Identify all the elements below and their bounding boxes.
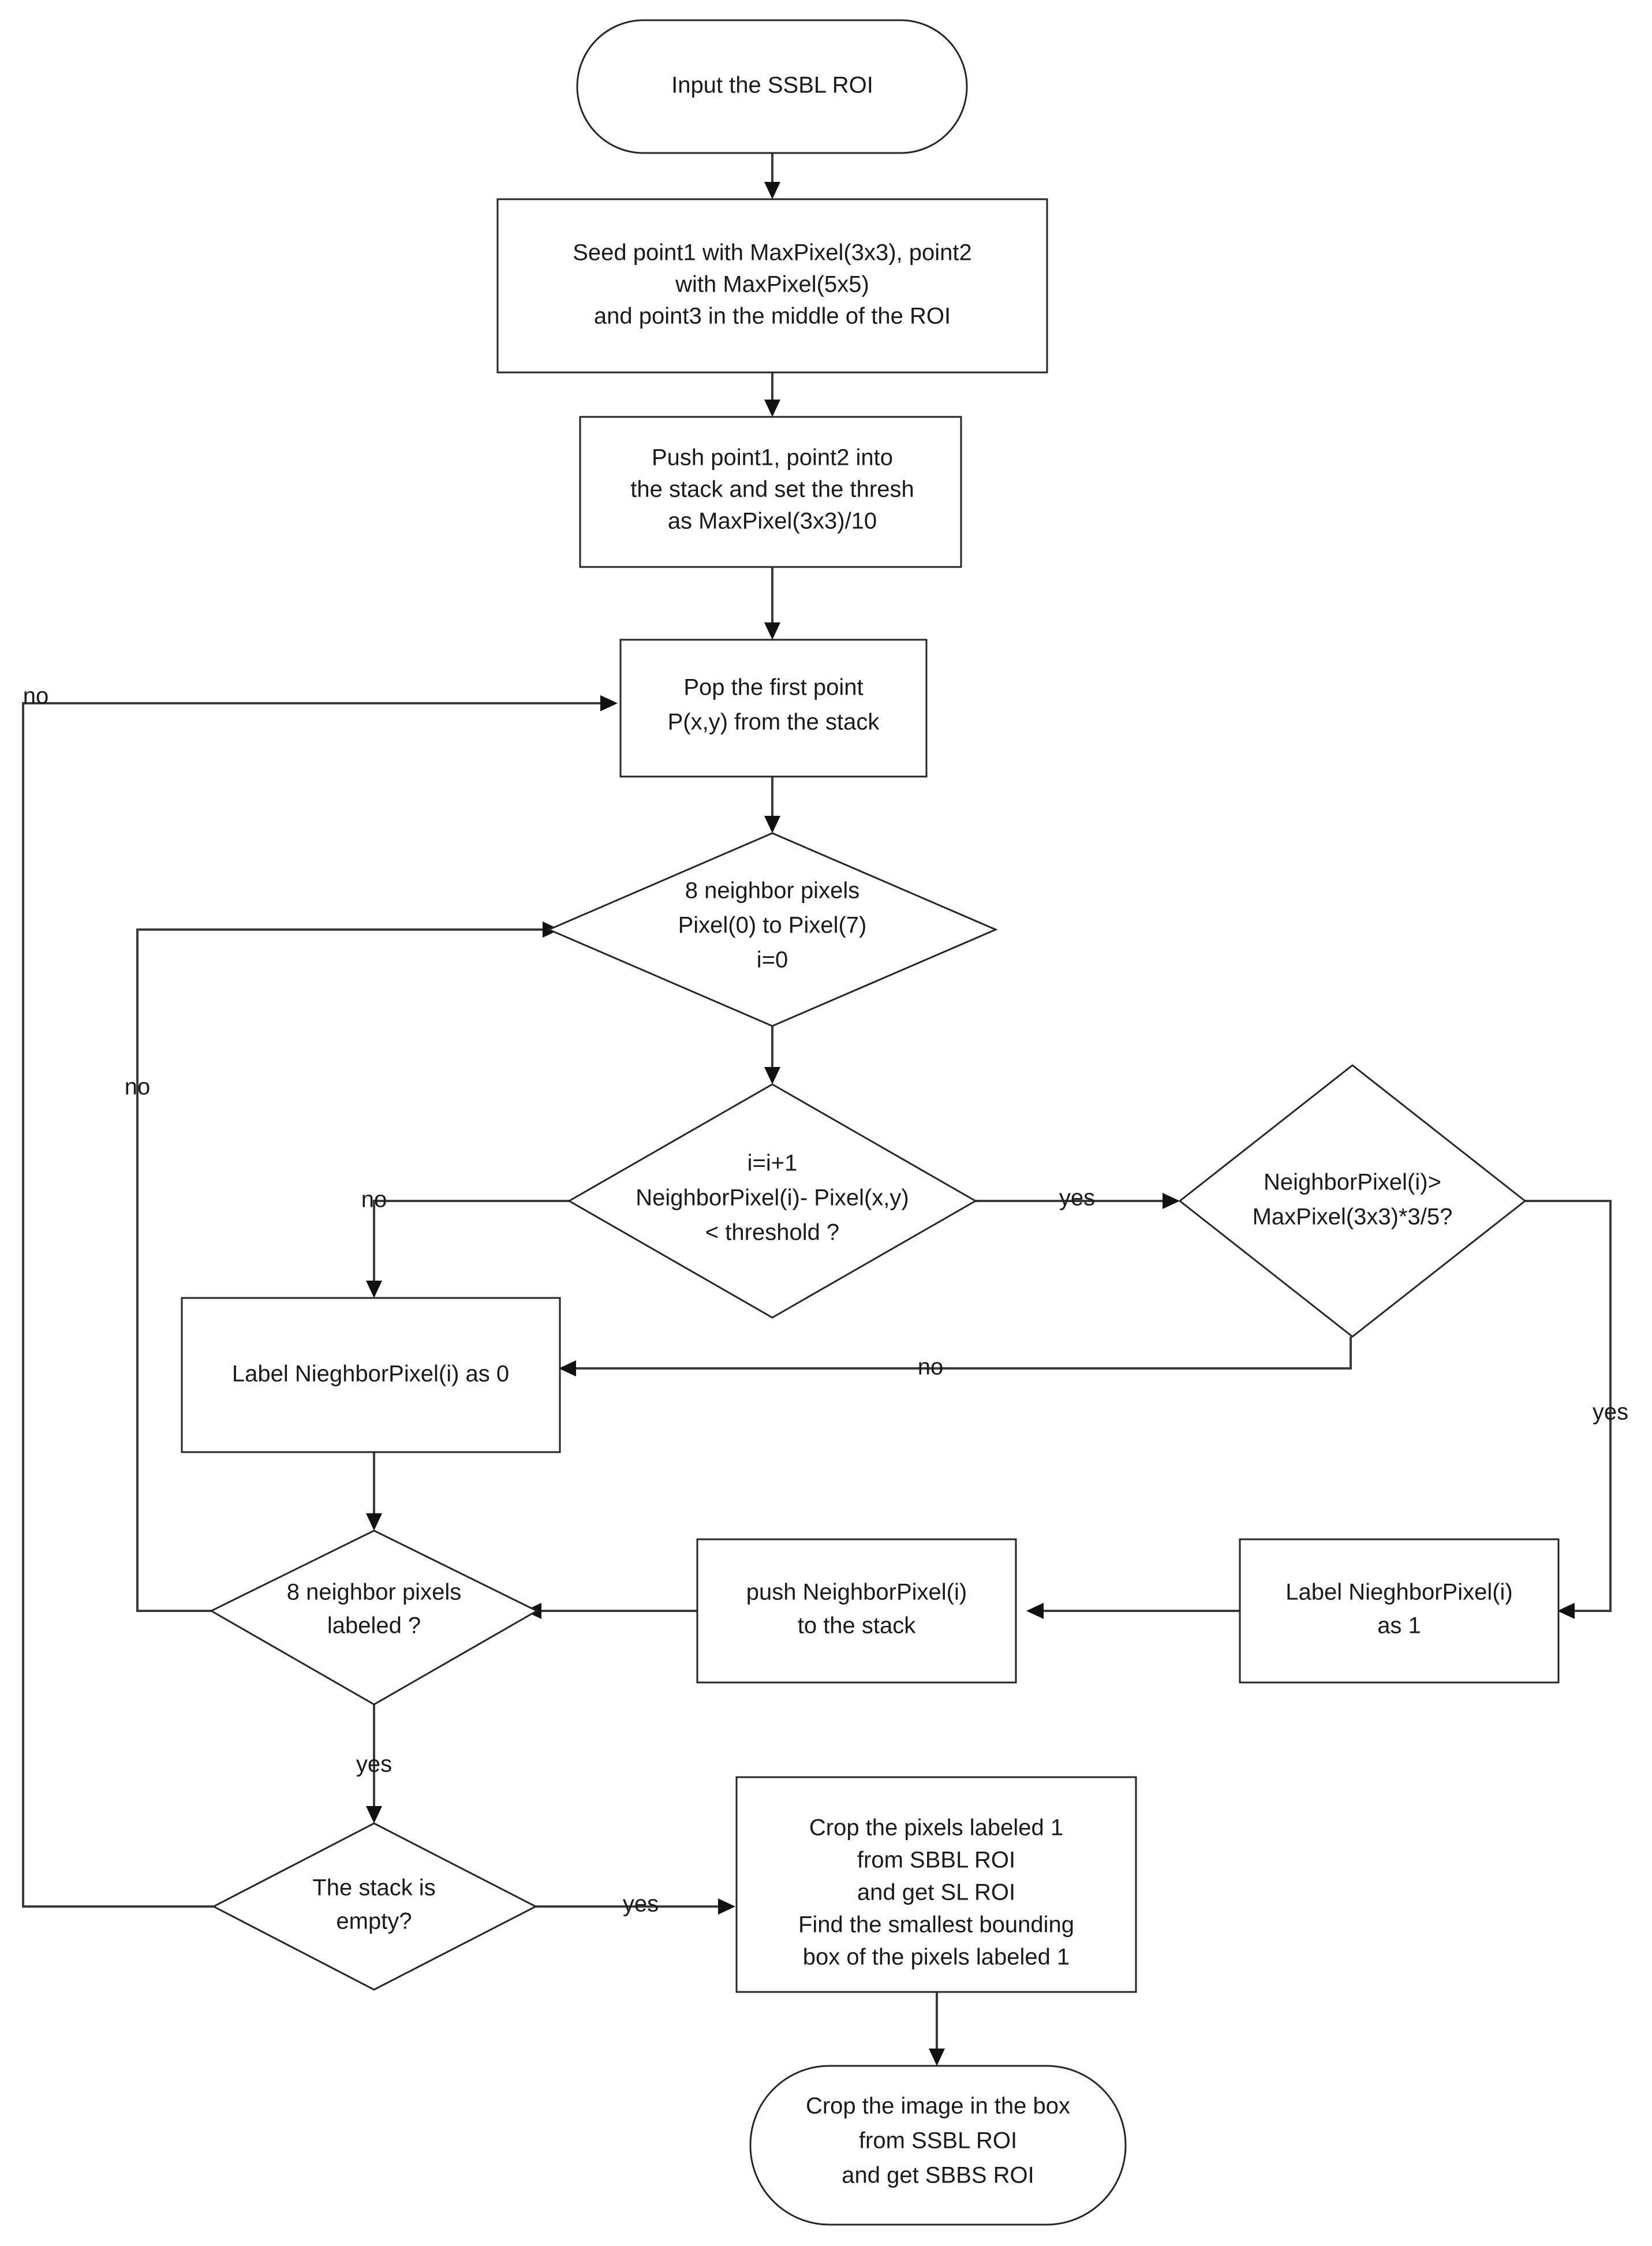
node-all-labeled[interactable]: 8 neighbor pixels labeled ?	[209, 1529, 539, 1706]
arrowhead-maxpixel-no	[559, 1360, 576, 1376]
node-eight-neighbors[interactable]: 8 neighbor pixels Pixel(0) to Pixel(7) i…	[547, 832, 998, 1027]
push-seeds-line-0: Push point1, point2 into	[652, 445, 893, 471]
node-seed-points[interactable]: Seed point1 with MaxPixel(3x3), point2 w…	[496, 198, 1048, 374]
arrowhead-croppixels-to-cropimage	[929, 2049, 945, 2066]
node-maxpixel-check[interactable]: NeighborPixel(i)> MaxPixel(3x3)*3/5?	[1178, 1064, 1527, 1338]
edge-label-maxpixel-no: no	[918, 1355, 944, 1380]
push-seeds-line-2: as MaxPixel(3x3)/10	[668, 509, 877, 534]
threshold-check-line-1: NeighborPixel(i)- Pixel(x,y)	[636, 1185, 909, 1211]
seed-points-line-0: Seed point1 with MaxPixel(3x3), point2	[573, 240, 971, 266]
node-stack-empty[interactable]: The stack is empty?	[211, 1822, 538, 1991]
arrowhead-pop-to-neighbors	[764, 816, 780, 833]
crop-pixels-shape	[735, 1776, 1137, 1993]
push-neighbor-shape	[696, 1538, 1017, 1684]
seed-points-shape	[496, 198, 1048, 374]
edge-label-threshold-yes: yes	[1059, 1185, 1095, 1211]
pop-point-shape	[619, 639, 928, 778]
node-crop-pixels[interactable]: Crop the pixels labeled 1 from SBBL ROI …	[735, 1776, 1137, 1993]
node-crop-image[interactable]: Crop the image in the box from SSBL ROI …	[749, 2065, 1127, 2226]
pop-point-line-1: P(x,y) from the stack	[668, 710, 880, 735]
edge-maxpixel-no-to-labelzero	[571, 1337, 1352, 1370]
label-one-line-0: Label NieghborPixel(i)	[1285, 1580, 1513, 1605]
edge-label-all-labeled-no: no	[125, 1075, 151, 1100]
crop-image-line-0: Crop the image in the box	[806, 2094, 1070, 2119]
arrowhead-stackempty-yes	[718, 1898, 735, 1915]
maxpixel-check-shape	[1178, 1064, 1527, 1338]
edge-label-stack-empty-no: no	[23, 684, 49, 709]
edge-label-maxpixel-yes: yes	[1593, 1400, 1628, 1425]
arrowhead-alllabeled-yes	[366, 1806, 382, 1823]
edge-label-threshold-no: no	[361, 1187, 387, 1212]
arrowhead-labelzero-to-alllabeled	[366, 1513, 382, 1531]
push-seeds-shape	[579, 416, 962, 568]
maxpixel-check-line-1: MaxPixel(3x3)*3/5?	[1253, 1204, 1453, 1230]
eight-neighbors-line-2: i=0	[757, 947, 788, 973]
crop-image-shape	[749, 2065, 1127, 2226]
all-labeled-shape	[209, 1529, 539, 1706]
crop-pixels-line-1: from SBBL ROI	[857, 1848, 1015, 1873]
arrowhead-threshold-yes	[1163, 1193, 1180, 1209]
arrowhead-stackempty-no	[600, 695, 618, 711]
edge-threshold-no-to-labelzero	[373, 1200, 569, 1285]
stack-empty-line-1: empty?	[336, 1909, 412, 1934]
edge-stackempty-no-to-pop	[22, 702, 605, 1908]
node-label-zero[interactable]: Label NieghborPixel(i) as 0	[181, 1297, 561, 1453]
edge-alllabeled-no-to-neighbors	[136, 928, 547, 1612]
eight-neighbors-shape	[547, 832, 998, 1027]
threshold-check-shape	[567, 1083, 978, 1319]
edge-maxpixel-yes-to-labelone	[1525, 1200, 1612, 1612]
edge-label-stack-empty-yes: yes	[623, 1891, 659, 1917]
all-labeled-line-1: labeled ?	[327, 1613, 421, 1639]
node-input-ssbl-roi[interactable]: Input the SSBL ROI	[576, 19, 968, 154]
push-neighbor-line-1: to the stack	[798, 1613, 917, 1639]
crop-image-line-2: and get SBBS ROI	[842, 2163, 1034, 2188]
crop-pixels-line-3: Find the smallest bounding	[798, 1912, 1074, 1938]
push-neighbor-line-0: push NeighborPixel(i)	[746, 1580, 967, 1605]
label-zero-shape	[181, 1297, 561, 1453]
label-zero-line-0: Label NieghborPixel(i) as 0	[232, 1361, 509, 1387]
push-seeds-line-1: the stack and set the thresh	[630, 477, 914, 502]
label-one-line-1: as 1	[1377, 1613, 1421, 1639]
stack-empty-line-0: The stack is	[312, 1875, 435, 1901]
stack-empty-shape	[211, 1822, 538, 1991]
node-threshold-check[interactable]: i=i+1 NeighborPixel(i)- Pixel(x,y) < thr…	[567, 1083, 978, 1319]
input-ssbl-roi-line-0: Input the SSBL ROI	[671, 73, 873, 98]
arrowhead-labelone-to-push	[1026, 1603, 1044, 1619]
node-push-seeds[interactable]: Push point1, point2 into the stack and s…	[579, 416, 962, 568]
pop-point-line-0: Pop the first point	[683, 675, 863, 700]
crop-image-line-1: from SSBL ROI	[859, 2128, 1017, 2154]
crop-pixels-line-2: and get SL ROI	[857, 1880, 1015, 1905]
input-ssbl-roi-shape	[576, 19, 968, 154]
arrowhead-pushseeds-to-pop	[764, 622, 780, 640]
crop-pixels-line-4: box of the pixels labeled 1	[803, 1945, 1070, 1970]
eight-neighbors-line-0: 8 neighbor pixels	[685, 878, 859, 904]
seed-points-line-2: and point3 in the middle of the ROI	[594, 304, 951, 329]
arrowhead-seed-to-push	[764, 400, 780, 417]
seed-points-line-1: with MaxPixel(5x5)	[675, 272, 869, 297]
arrowhead-input-to-seed	[764, 182, 780, 199]
threshold-check-line-2: < threshold ?	[705, 1220, 839, 1245]
arrowhead-maxpixel-yes	[1557, 1603, 1575, 1619]
label-one-shape	[1239, 1538, 1560, 1684]
node-label-one[interactable]: Label NieghborPixel(i) as 1	[1239, 1538, 1560, 1684]
eight-neighbors-line-1: Pixel(0) to Pixel(7)	[678, 913, 867, 938]
threshold-check-line-0: i=i+1	[747, 1151, 798, 1176]
edge-label-all-labeled-yes: yes	[356, 1752, 392, 1777]
crop-pixels-line-0: Crop the pixels labeled 1	[809, 1815, 1063, 1841]
arrowhead-neighbors-to-threshold	[764, 1067, 780, 1084]
node-pop-point[interactable]: Pop the first point P(x,y) from the stac…	[619, 639, 928, 778]
arrowhead-threshold-no	[366, 1281, 382, 1298]
maxpixel-check-line-0: NeighborPixel(i)>	[1264, 1170, 1441, 1195]
all-labeled-line-0: 8 neighbor pixels	[287, 1580, 461, 1605]
node-push-neighbor[interactable]: push NeighborPixel(i) to the stack	[696, 1538, 1017, 1684]
